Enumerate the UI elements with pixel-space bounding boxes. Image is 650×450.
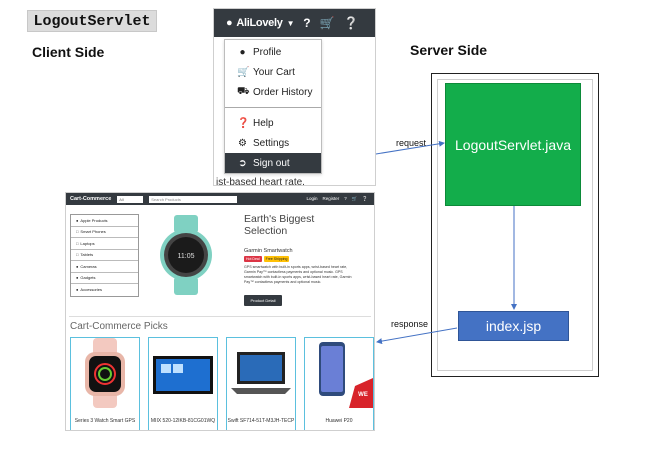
sidebar-item-tablets[interactable]: □Tablets <box>71 250 138 261</box>
help-circle-icon[interactable]: ❔ <box>343 16 359 30</box>
user-icon: ● <box>239 46 246 58</box>
server-inner-frame <box>437 79 593 371</box>
menu-item-sign-out[interactable]: ➲ Sign out <box>225 153 321 173</box>
menu-item-label: Settings <box>253 137 290 149</box>
cart-icon[interactable]: 🛒 <box>319 16 335 30</box>
menu-item-cart[interactable]: 🛒 Your Cart <box>225 62 321 82</box>
server-side-label: Server Side <box>410 42 488 58</box>
truck-icon: ⛟ <box>237 85 250 97</box>
sidebar-item-apple[interactable]: ●Apple Products <box>71 215 138 227</box>
hero-heading: Earth's Biggest Selection <box>244 213 315 237</box>
user-menu-toggle[interactable]: ● AliLovely ▼ <box>226 17 294 29</box>
caret-down-icon: ▼ <box>286 18 295 28</box>
product-card[interactable]: Series 3 Watch Smart GPS <box>70 337 140 430</box>
hero-description: GPS smartwatch with built-in sports apps… <box>244 265 352 284</box>
store-navbar: Cart-Commerce All Search Products Login … <box>66 193 374 205</box>
sign-out-icon: ➲ <box>238 157 247 169</box>
login-link[interactable]: Login <box>306 196 318 201</box>
store-homepage-screenshot: Cart-Commerce All Search Products Login … <box>65 192 375 431</box>
category-sidebar: ●Apple Products □Smart Phones □Laptops □… <box>70 214 139 297</box>
product-name: Series 3 Watch Smart GPS <box>74 418 136 424</box>
question-circle-icon: ❓ <box>237 117 250 129</box>
account-menu: ● Profile 🛒 Your Cart ⛟ Order History ❓ … <box>224 39 322 174</box>
hot-deal-badge: Hot Deal <box>244 256 262 262</box>
menu-divider <box>225 107 321 108</box>
menu-item-profile[interactable]: ● Profile <box>225 42 321 62</box>
category-select[interactable]: All <box>117 195 144 203</box>
request-label: request <box>396 138 427 148</box>
client-side-label: Client Side <box>32 44 105 60</box>
svg-text:WE: WE <box>358 392 368 398</box>
sidebar-item-accessories[interactable]: ●Accessories <box>76 287 102 293</box>
response-label: response <box>391 319 429 329</box>
gear-icon: ⚙ <box>238 137 247 149</box>
sidebar-item-cameras[interactable]: ●Cameras <box>71 261 138 273</box>
menu-item-help[interactable]: ❓ Help <box>225 113 321 133</box>
search-input[interactable]: Search Products <box>149 195 238 203</box>
product-card[interactable]: WE Huawei P20 <box>304 337 374 430</box>
hero-product-name: Garmin Smartwatch <box>244 248 293 254</box>
apple-watch-image <box>85 338 125 408</box>
tablet-image <box>153 356 213 394</box>
logout-servlet-box: LogoutServlet.java <box>445 83 581 206</box>
product-card[interactable]: MIIX 520-12IKB-81CG01WQ <box>148 337 218 430</box>
account-navbar: ● AliLovely ▼ ? 🛒 ❔ <box>214 9 375 37</box>
title-badge: LogoutServlet <box>27 10 157 32</box>
cart-icon[interactable]: 🛒 <box>351 196 358 201</box>
register-link[interactable]: Register <box>322 196 340 201</box>
picks-title: Cart-Commerce Picks <box>70 321 168 332</box>
user-icon: ● <box>226 17 233 29</box>
menu-item-label: Profile <box>253 46 282 58</box>
laptop-image <box>231 352 291 394</box>
menu-item-label: Your Cart <box>253 66 295 78</box>
sidebar-item-gadgets[interactable]: ●Gadgets <box>71 273 138 284</box>
account-dropdown-screenshot: ● AliLovely ▼ ? 🛒 ❔ ● Profile 🛒 Your Car… <box>213 8 376 186</box>
phone-image: WE <box>319 342 373 408</box>
sidebar-item-laptops[interactable]: □Laptops <box>71 238 138 250</box>
username: AliLovely <box>236 17 283 29</box>
menu-item-label: Order History <box>253 86 313 98</box>
free-shipping-badge: Free Shipping <box>263 256 290 262</box>
question-icon[interactable]: ? <box>344 196 347 201</box>
sidebar-item-phones[interactable]: □Smart Phones <box>71 227 138 238</box>
menu-item-label: Sign out <box>253 157 290 169</box>
menu-item-label: Help <box>253 117 274 129</box>
response-arrow <box>376 327 458 345</box>
cart-icon: 🛒 <box>237 66 250 78</box>
hero-badges: Hot Deal Free Shipping <box>244 256 290 262</box>
request-arrow <box>375 140 445 155</box>
product-card[interactable]: Swift SF714-51T-M3JH-TECP <box>226 337 296 430</box>
smartwatch-image: 11:05 <box>160 215 212 295</box>
index-jsp-box: index.jsp <box>458 311 569 341</box>
menu-item-order-history[interactable]: ⛟ Order History <box>225 82 321 102</box>
background-text-fragment: ist-based heart rate, <box>216 177 305 186</box>
question-icon[interactable]: ? <box>303 16 311 30</box>
section-divider <box>69 316 371 317</box>
product-name: Huawei P20 <box>325 418 353 424</box>
svg-text:11:05: 11:05 <box>178 253 195 260</box>
product-name: Swift SF714-51T-M3JH-TECP <box>227 418 295 424</box>
menu-item-settings[interactable]: ⚙ Settings <box>225 133 321 153</box>
product-detail-button[interactable]: Product Detail <box>244 295 282 306</box>
product-name: MIIX 520-12IKB-81CG01WQ <box>150 418 216 424</box>
help-circle-icon[interactable]: ❔ <box>362 196 368 201</box>
store-brand[interactable]: Cart-Commerce <box>70 196 112 202</box>
